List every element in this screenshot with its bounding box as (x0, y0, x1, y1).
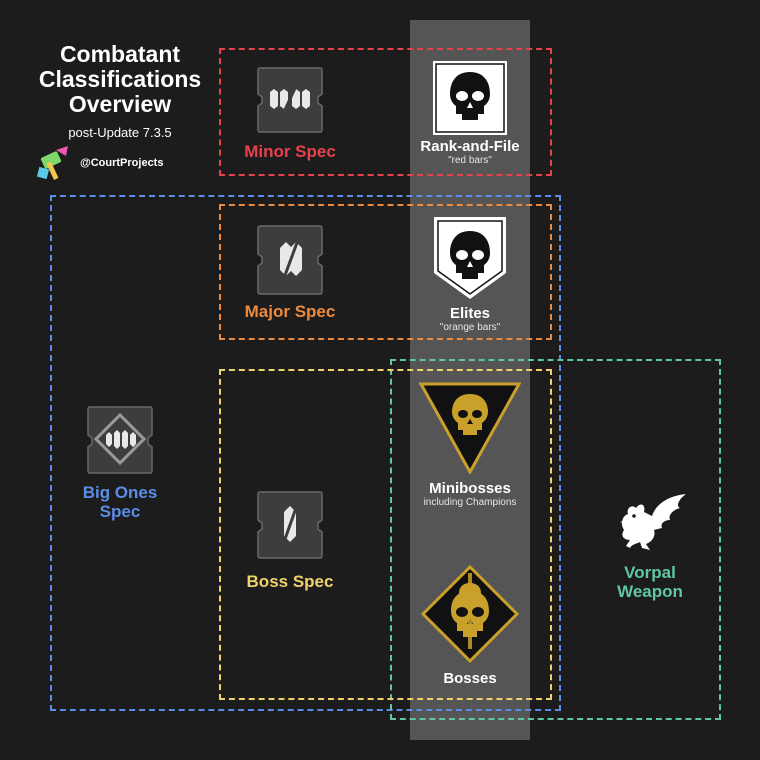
skull-square-icon (432, 60, 508, 136)
skull-triangle-icon (419, 380, 521, 474)
mod-major-spec-icon (256, 224, 324, 296)
tier-rank-and-file-note: "red bars" (448, 155, 492, 166)
page-title-line-2: Classifications (38, 66, 202, 92)
tier-elites-name: Elites (449, 305, 491, 322)
big-ones-spec-label-line-1: Big Ones (82, 483, 158, 502)
boss-spec-box (219, 369, 552, 700)
page-subtitle: post-Update 7.3.5 (68, 125, 172, 140)
tier-bosses-label: Bosses (400, 670, 540, 687)
hammer-logo-icon (36, 144, 74, 182)
major-spec-box (219, 204, 552, 340)
big-ones-spec-label: Big Ones Spec (60, 483, 180, 521)
tier-minibosses-label: Minibosses including Champions (400, 480, 540, 508)
vorpal-weapon-box (390, 359, 721, 720)
vorpal-weapon-label-line-2: Weapon (617, 582, 683, 601)
tier-minibosses-name: Minibosses (429, 480, 511, 497)
major-spec-label: Major Spec (244, 302, 336, 321)
title-block: Combatant Classifications Overview post-… (20, 41, 220, 141)
vorpal-weapon-label: Vorpal Weapon (590, 563, 710, 601)
mod-boss-spec-icon (256, 490, 324, 560)
minor-spec-label: Minor Spec (244, 142, 336, 161)
tier-minibosses-note: including Champions (423, 497, 517, 508)
tier-elites-note: "orange bars" (439, 322, 501, 333)
mod-big-ones-spec-icon (86, 405, 154, 475)
tier-elites-label: Elites "orange bars" (400, 305, 540, 333)
page-title-line-3: Overview (68, 91, 172, 117)
dragon-icon (610, 490, 690, 552)
vorpal-weapon-label-line-1: Vorpal (624, 563, 676, 582)
credit-handle: @CourtProjects (80, 157, 164, 169)
skull-shield-icon (432, 215, 508, 301)
mod-minor-spec-icon (256, 66, 324, 134)
boss-spec-label: Boss Spec (246, 572, 334, 591)
minor-spec-box (219, 48, 552, 176)
tier-rank-and-file-name: Rank-and-File (420, 138, 520, 155)
page-title-line-1: Combatant (59, 41, 181, 67)
tier-rank-and-file-label: Rank-and-File "red bars" (400, 138, 540, 166)
tier-bosses-name: Bosses (443, 670, 497, 687)
big-ones-spec-box (50, 195, 561, 711)
big-ones-spec-label-line-2: Spec (99, 502, 141, 521)
credit: @CourtProjects (36, 144, 163, 182)
skull-diamond-icon (421, 565, 519, 663)
